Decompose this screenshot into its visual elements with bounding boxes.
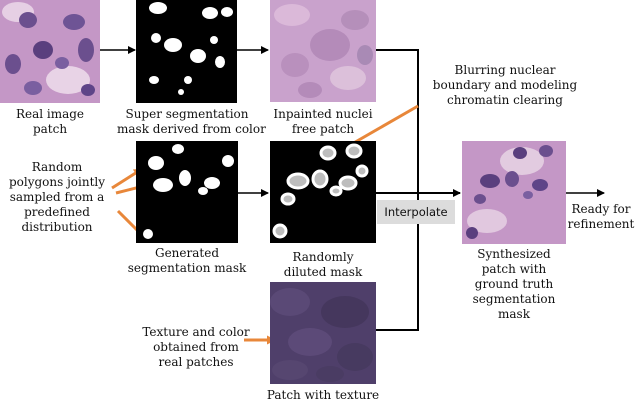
diluted-mask-label-line-2: diluted mask xyxy=(283,265,363,279)
real-image-label: Real image patch xyxy=(2,107,98,137)
blurring-annotation-line-2: boundary and modeling xyxy=(432,78,578,92)
super-mask-label-line-1: Super segmentation xyxy=(125,107,249,121)
random-polygons-line-3: sampled from a xyxy=(9,190,105,204)
texture-patch-label: Patch with texture xyxy=(256,388,390,403)
inpainted-label-line-1: Inpainted nuclei xyxy=(273,107,373,121)
synthesized-label-line-3: ground truth xyxy=(474,277,554,291)
texture-color-line-2: obtained from xyxy=(153,340,239,354)
inpainted-label-line-2: free patch xyxy=(291,122,355,136)
real-image-label-line-1: Real image xyxy=(15,107,85,121)
super-segmentation-mask xyxy=(136,0,237,103)
blurring-annotation: Blurring nuclear boundary and modeling c… xyxy=(420,63,590,108)
generated-mask-label-line-1: Generated xyxy=(154,246,219,260)
real-image-patch xyxy=(0,0,100,103)
blurring-annotation-line-1: Blurring nuclear xyxy=(454,63,556,77)
random-polygons-line-1: Random xyxy=(31,160,83,174)
synthesized-label: Synthesized patch with ground truth segm… xyxy=(464,247,564,322)
synthesized-label-line-4: segmentation xyxy=(472,292,556,306)
texture-patch-label-line-1: Patch with texture xyxy=(266,388,380,402)
real-image-label-line-2: patch xyxy=(32,122,68,136)
inpainted-patch xyxy=(270,0,376,102)
diluted-mask-label: Randomly diluted mask xyxy=(262,250,384,280)
super-mask-label: Super segmentation mask derived from col… xyxy=(117,107,266,137)
super-mask-label-line-2: mask derived from color xyxy=(117,122,266,136)
synthesized-label-line-5: mask xyxy=(498,307,530,321)
generated-mask-label-line-2: segmentation mask xyxy=(127,261,247,275)
blurring-annotation-line-3: chromatin clearing xyxy=(447,93,563,107)
random-polygons-line-2: polygons jointly xyxy=(8,175,106,189)
ready-annotation: Ready for refinement xyxy=(566,202,636,232)
diluted-mask-label-line-1: Randomly xyxy=(292,250,354,264)
random-polygons-line-5: distribution xyxy=(21,220,93,234)
synthesized-label-line-2: patch with xyxy=(481,262,547,276)
synthesized-patch xyxy=(462,141,566,244)
texture-color-line-3: real patches xyxy=(158,355,234,369)
texture-color-annotation: Texture and color obtained from real pat… xyxy=(140,325,252,370)
texture-patch xyxy=(270,282,376,384)
ready-line-2: refinement xyxy=(567,217,635,231)
inpainted-label: Inpainted nuclei free patch xyxy=(262,107,384,137)
generated-mask-label: Generated segmentation mask xyxy=(126,246,248,276)
random-polygons-annotation: Random polygons jointly sampled from a p… xyxy=(2,160,112,235)
ready-line-1: Ready for xyxy=(571,202,631,216)
texture-color-line-1: Texture and color xyxy=(142,325,250,339)
randomly-diluted-mask xyxy=(270,141,376,243)
random-polygons-line-4: predefined xyxy=(24,205,90,219)
synthesized-label-line-1: Synthesized xyxy=(477,247,551,261)
generated-segmentation-mask xyxy=(136,141,238,243)
interpolate-box: Interpolate xyxy=(377,200,455,224)
